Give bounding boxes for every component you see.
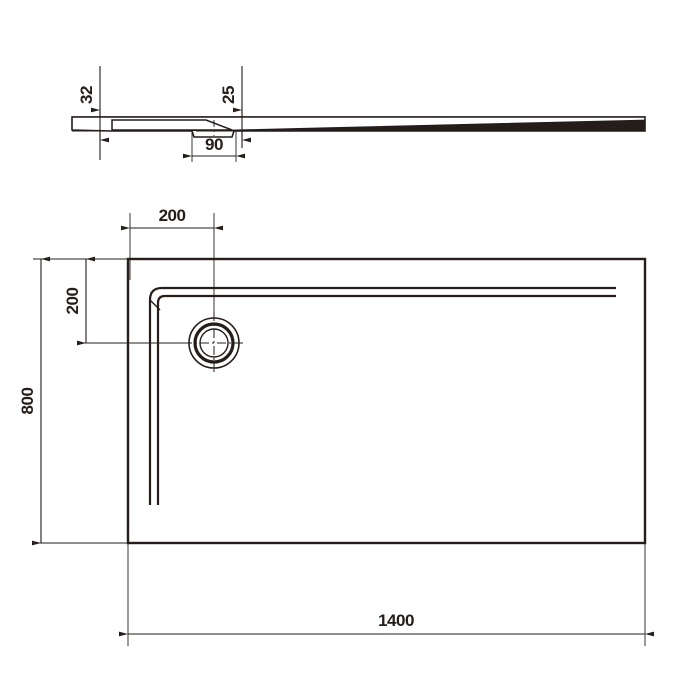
inner-basin-corner-tie bbox=[149, 299, 161, 311]
dim-label-drain-width: 90 bbox=[205, 135, 223, 154]
dim-label-height-total: 32 bbox=[77, 86, 96, 104]
side-elevation-view: 32 25 90 bbox=[71, 66, 646, 162]
dim-label-height-inner: 25 bbox=[219, 86, 238, 104]
dim-label-drain-offset-y: 200 bbox=[63, 288, 82, 315]
plan-outer-rectangle bbox=[126, 257, 647, 545]
dim-label-depth: 800 bbox=[18, 388, 37, 415]
dim-label-drain-offset-x: 200 bbox=[159, 206, 186, 225]
inner-basin-edge-outer bbox=[148, 286, 616, 505]
inner-basin-edge-inner bbox=[156, 294, 616, 505]
dim-label-length: 1400 bbox=[378, 611, 414, 630]
plan-view: 200 200 800 1400 bbox=[18, 206, 654, 646]
side-view-drain-boss bbox=[191, 130, 235, 138]
